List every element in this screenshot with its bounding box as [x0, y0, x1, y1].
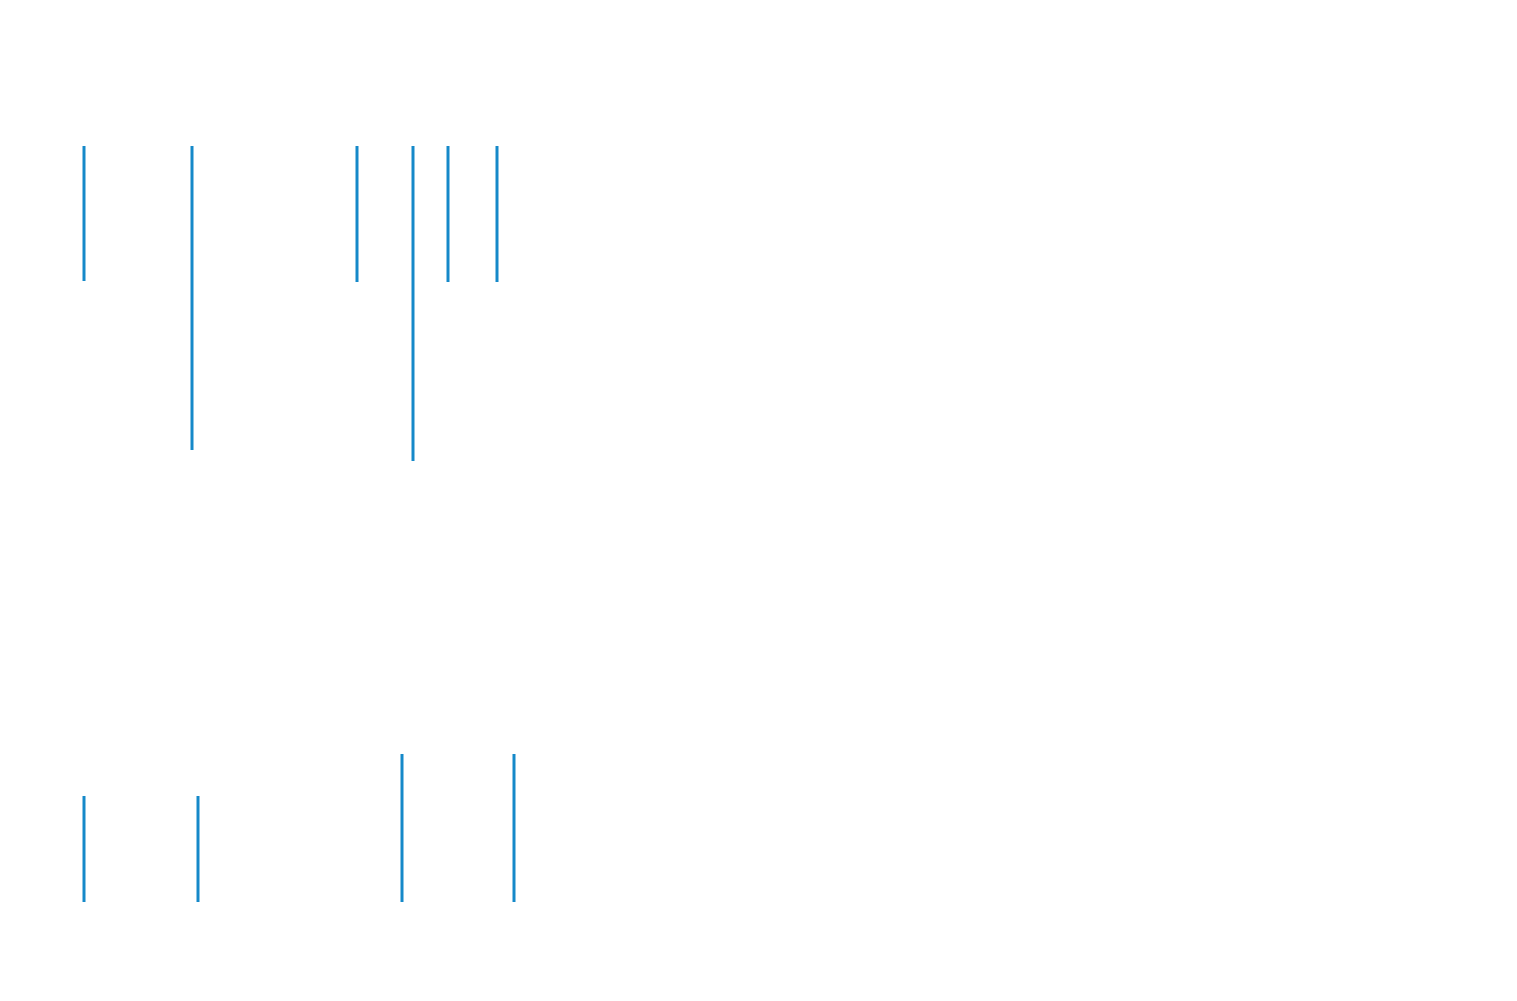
bottom-line-group — [82, 754, 516, 902]
top-line-group — [82, 146, 499, 461]
